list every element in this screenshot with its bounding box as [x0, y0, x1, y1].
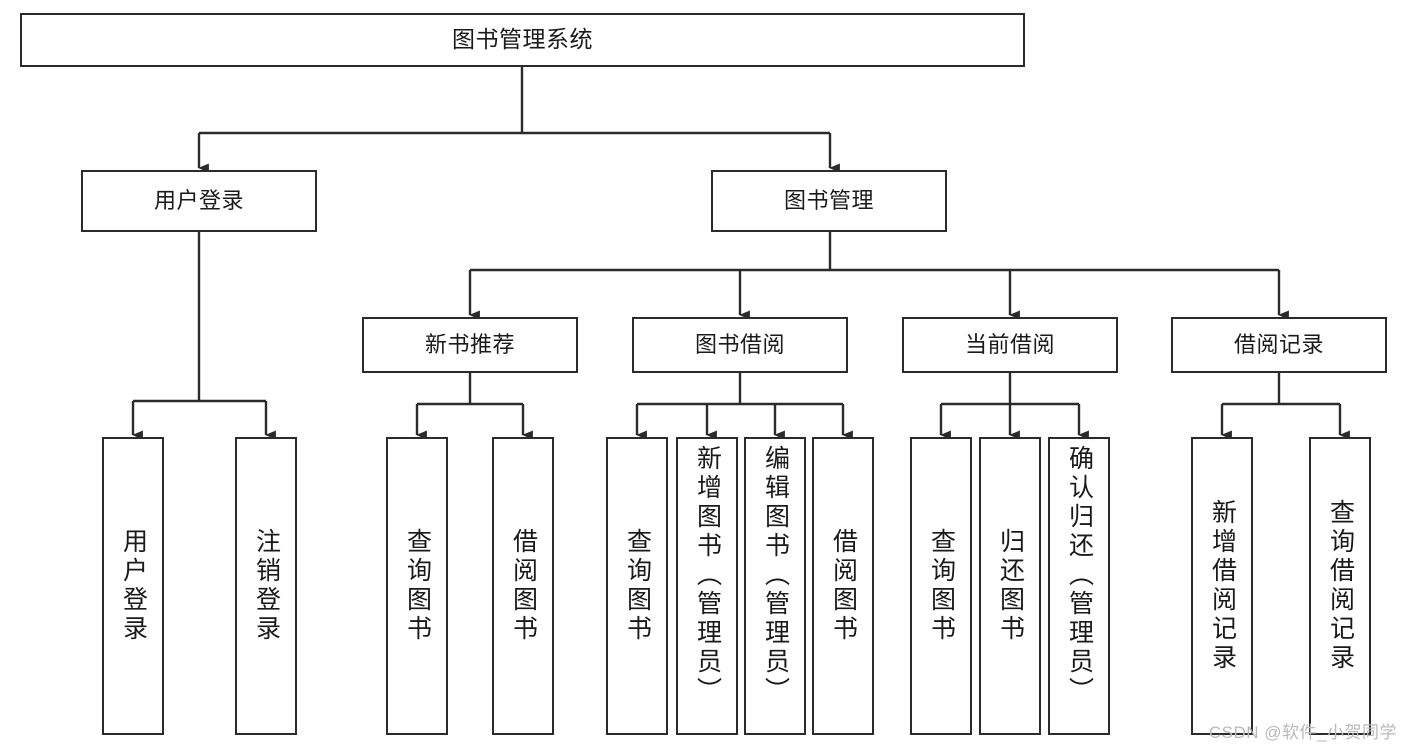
- node-label: 查询图书: [403, 528, 432, 644]
- node-label: 图书管理系统: [452, 26, 593, 53]
- node-book-borrowing[interactable]: 图书借阅: [632, 317, 848, 373]
- leaf-query-borrow-record[interactable]: 查询借阅记录: [1309, 437, 1371, 735]
- node-label: 确认归还（管理员）: [1065, 445, 1094, 706]
- leaf-logout[interactable]: 注销登录: [235, 437, 297, 735]
- node-new-book-recommendation[interactable]: 新书推荐: [362, 317, 578, 373]
- node-label: 当前借阅: [964, 332, 1055, 358]
- node-current-borrowing[interactable]: 当前借阅: [902, 317, 1118, 373]
- node-label: 新增图书（管理员）: [693, 445, 722, 706]
- node-root-book-management-system[interactable]: 图书管理系统: [20, 13, 1025, 67]
- node-label: 归还图书: [996, 528, 1025, 644]
- leaf-edit-book-admin[interactable]: 编辑图书（管理员）: [744, 437, 806, 735]
- leaf-query-books-borrow[interactable]: 查询图书: [606, 437, 668, 735]
- node-label: 用户登录: [153, 188, 244, 214]
- node-label: 新书推荐: [424, 332, 515, 358]
- node-label: 图书借阅: [694, 332, 785, 358]
- node-label: 借阅图书: [509, 528, 538, 644]
- node-label: 图书管理: [783, 188, 874, 214]
- csdn-watermark: CSDN @软件_小贺同学: [1208, 723, 1397, 742]
- node-label: 用户登录: [119, 528, 148, 644]
- leaf-return-books[interactable]: 归还图书: [979, 437, 1041, 735]
- leaf-add-borrow-record[interactable]: 新增借阅记录: [1191, 437, 1253, 735]
- leaf-borrow-books[interactable]: 借阅图书: [812, 437, 874, 735]
- leaf-user-login[interactable]: 用户登录: [102, 437, 164, 735]
- node-label: 借阅图书: [829, 528, 858, 644]
- leaf-borrow-books-newbook[interactable]: 借阅图书: [492, 437, 554, 735]
- node-label: 注销登录: [252, 528, 281, 644]
- node-book-management[interactable]: 图书管理: [711, 170, 947, 232]
- leaf-confirm-return-admin[interactable]: 确认归还（管理员）: [1048, 437, 1110, 735]
- node-label: 编辑图书（管理员）: [761, 445, 790, 706]
- node-label: 查询图书: [623, 528, 652, 644]
- node-label: 查询借阅记录: [1326, 499, 1355, 673]
- node-label: 新增借阅记录: [1208, 499, 1237, 673]
- leaf-query-books-current[interactable]: 查询图书: [910, 437, 972, 735]
- node-label: 借阅记录: [1233, 332, 1324, 358]
- node-borrowing-records[interactable]: 借阅记录: [1171, 317, 1387, 373]
- node-label: 查询图书: [927, 528, 956, 644]
- leaf-add-book-admin[interactable]: 新增图书（管理员）: [676, 437, 738, 735]
- node-user-login[interactable]: 用户登录: [81, 170, 317, 232]
- leaf-query-books-newbook[interactable]: 查询图书: [386, 437, 448, 735]
